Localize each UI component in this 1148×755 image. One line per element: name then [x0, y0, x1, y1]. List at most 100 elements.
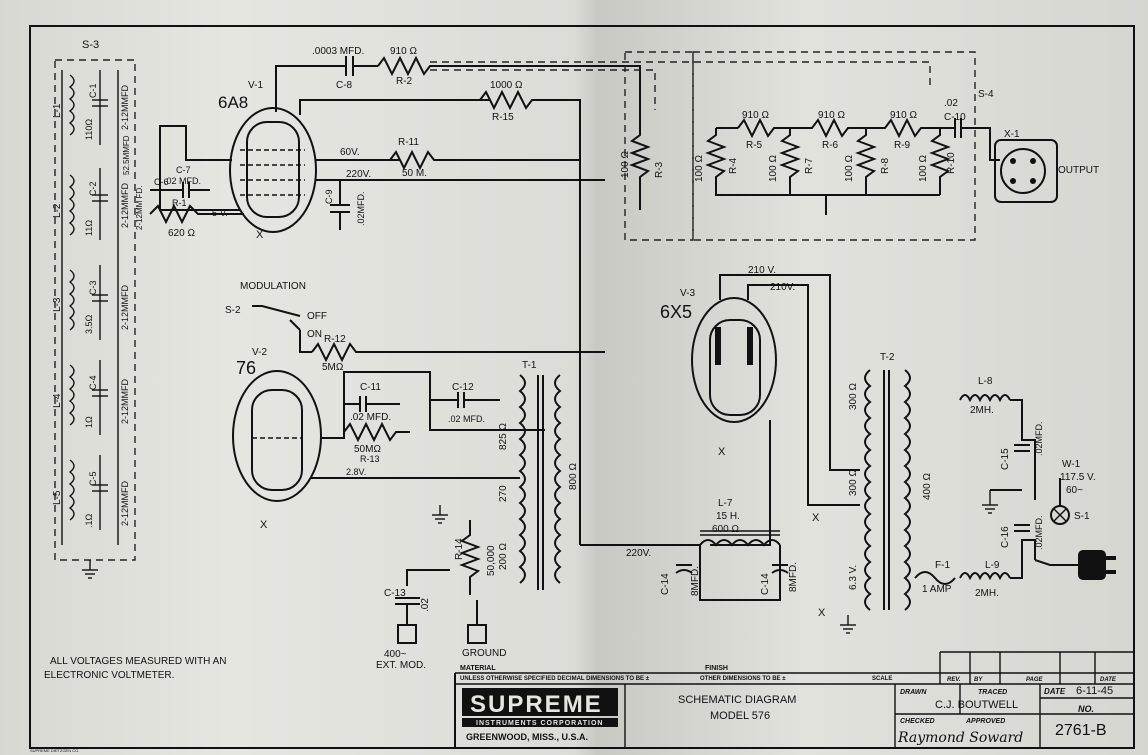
- v5-label: 5-V.: [212, 208, 228, 218]
- trimmer-value-1: 2-12MMFD: [120, 84, 130, 130]
- v2-type: 76: [236, 358, 256, 378]
- r15-value: 1000 Ω: [490, 80, 523, 91]
- c8-value: .0003 MFD.: [312, 46, 364, 57]
- r2-label: R-2: [396, 76, 413, 87]
- t2-300b-label: 300 Ω: [848, 469, 859, 496]
- r8-value: 100 Ω: [844, 155, 855, 182]
- trimmer-label-3: C-3: [88, 280, 98, 295]
- power-plug-icon: [1034, 550, 1116, 580]
- r9-label: R-9: [894, 140, 911, 151]
- v3-heater-x: X: [718, 446, 726, 458]
- r3-resistor: [629, 128, 651, 210]
- v1-type: 6A8: [218, 93, 248, 112]
- r7-value: 100 Ω: [768, 155, 779, 182]
- trimmer-value-4: 2-12MMFD: [120, 378, 130, 424]
- trimmer-label-1: C-1: [88, 83, 98, 98]
- r11-resistor: [389, 149, 580, 171]
- v2-heater-x: X: [260, 519, 268, 531]
- t2-primary: [864, 369, 872, 611]
- r10-label: R-10: [946, 152, 957, 174]
- l9-label: L-9: [985, 560, 1000, 571]
- coil-value-2: 11Ω: [84, 220, 94, 236]
- c12-capacitor: [430, 392, 500, 408]
- r2-value: 910 Ω: [390, 46, 417, 57]
- ground-symbol-t1: [432, 505, 448, 524]
- signature: Raymond Soward: [897, 730, 1023, 746]
- c7-value: .02 MFD.: [164, 176, 201, 186]
- w1-label: W-1: [1062, 459, 1081, 470]
- l7-henry: 15 H.: [716, 511, 740, 522]
- t1-800-label: 800 Ω: [568, 463, 579, 490]
- ground-jack[interactable]: [467, 624, 487, 644]
- r13-label: R-13: [360, 454, 380, 464]
- coil-label-2: L-2: [52, 203, 63, 218]
- f1-fuse: [914, 571, 956, 585]
- v3-type: 6X5: [660, 302, 692, 322]
- r9-value: 910 Ω: [890, 110, 917, 121]
- v220-label: 220V.: [346, 169, 371, 180]
- l9-value: 2MH.: [975, 588, 999, 599]
- c6-label: C-6: [154, 177, 169, 187]
- t1-200-label: 200 Ω: [498, 543, 509, 570]
- r5-label: R-5: [746, 140, 763, 151]
- v2-tube-electrodes: [251, 389, 303, 491]
- t2-secondary: [903, 369, 911, 611]
- r13-value: 50MΩ: [354, 444, 381, 455]
- c16-label: C-16: [1000, 526, 1011, 548]
- output-connector[interactable]: [994, 139, 1058, 203]
- logo-sub: INSTRUMENTS CORPORATION: [476, 720, 603, 727]
- ext-mod-jack[interactable]: [397, 624, 417, 644]
- r4-label: R-4: [728, 157, 739, 174]
- l8-choke: [959, 394, 1011, 403]
- s2-on-label: ON: [307, 329, 322, 340]
- s2-off-label: OFF: [307, 311, 327, 322]
- c9-label: C-9: [324, 189, 334, 204]
- mmfd-525-label: 52.5MMFD: [122, 135, 131, 175]
- v2-tube-envelope: [232, 370, 322, 502]
- attenuator-box-left: [624, 51, 694, 241]
- l8-value: 2MH.: [970, 405, 994, 416]
- w1-frequency: 60~: [1066, 485, 1083, 496]
- c11-value: .02 MFD.: [350, 412, 391, 423]
- printer-mark: SUPREME DIETZGEN CO.: [30, 748, 79, 753]
- title-block: [454, 651, 1134, 748]
- l7-label: L-7: [718, 498, 733, 509]
- trimmer-value-3: 2-12MMFD: [120, 284, 130, 330]
- c14b-label: C-14: [760, 573, 771, 595]
- c8-label: C-8: [336, 80, 353, 91]
- s4-label: S-4: [978, 89, 994, 100]
- drawing-title-1: SCHEMATIC DIAGRAM: [678, 694, 796, 706]
- r7-label: R-7: [804, 157, 815, 174]
- logo-city: GREENWOOD, MISS., U.S.A.: [466, 732, 588, 742]
- r8-label: R-8: [880, 157, 891, 174]
- f1-value: 1 AMP: [922, 584, 952, 595]
- v2-ref: V-2: [252, 347, 267, 358]
- c9-value: .02MFD.: [356, 191, 366, 226]
- r10-value: 100 Ω: [918, 155, 929, 182]
- page-label: PAGE: [1026, 677, 1044, 683]
- trimmer-value-2: 2-12MMFD: [120, 182, 130, 228]
- s3-label: S-3: [82, 39, 99, 51]
- r15-label: R-15: [492, 112, 514, 123]
- trimmer-label-2: C-2: [88, 181, 98, 196]
- x1-label: X-1: [1004, 129, 1020, 140]
- s1-label: S-1: [1074, 511, 1090, 522]
- t2-x-lower: X: [818, 607, 826, 619]
- trimmer-label-4: C-4: [88, 375, 98, 390]
- t2-label: T-2: [880, 352, 895, 363]
- date-label-top: DATE: [1100, 677, 1117, 683]
- c15-value: .02MFD.: [1034, 421, 1044, 456]
- c12-value: .02 MFD.: [448, 414, 485, 424]
- v3-tube-electrodes: [709, 319, 761, 416]
- s2-label: S-2: [225, 305, 241, 316]
- l8-label: L-8: [978, 376, 993, 387]
- r5-value: 910 Ω: [742, 110, 769, 121]
- drawn-label: DRAWN: [900, 689, 927, 696]
- c14b-value: 8MFD.: [788, 562, 799, 592]
- coil-value-3: 3.5Ω: [84, 314, 94, 334]
- t2-400-label: 400 Ω: [922, 473, 933, 500]
- c10-value: .02: [944, 98, 958, 109]
- r4-value: 100 Ω: [694, 155, 705, 182]
